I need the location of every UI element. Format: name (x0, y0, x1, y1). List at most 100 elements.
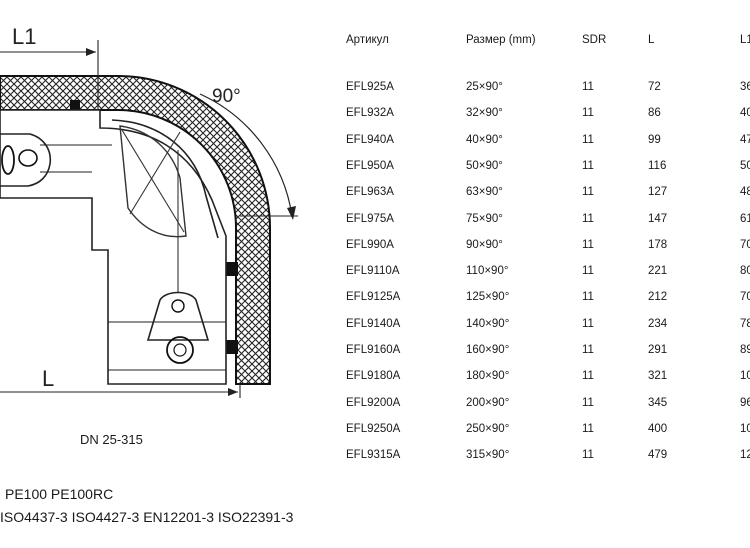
angle-arrowhead (287, 206, 296, 220)
table-cell-size: 40×90° (466, 133, 503, 146)
table-cell-size: 50×90° (466, 159, 503, 172)
column-header-size: Размер (mm) (466, 34, 536, 46)
table-cell-article: EFL990A (346, 238, 394, 251)
table-cell-l1: 10 (740, 422, 750, 435)
table-cell-l1: 40 (740, 107, 750, 120)
table-cell-article: EFL975A (346, 212, 394, 225)
table-cell-sdr: 11 (582, 344, 594, 356)
table-header-row: Артикул Размер (mm) SDR L L1 (330, 34, 750, 52)
table-cell-l: 221 (648, 265, 668, 278)
table-cell-l: 345 (648, 396, 668, 409)
table-cell-l1: 50 (740, 159, 750, 172)
dimension-label-l: L (42, 366, 55, 391)
table-cell-size: 25×90° (466, 81, 503, 93)
left-terminal-pin (18, 149, 38, 167)
table-cell-sdr: 11 (582, 212, 594, 225)
table-row: EFL9200A 200×90° 11 345 96 (330, 397, 750, 415)
table-cell-l: 234 (648, 317, 668, 330)
table-cell-size: 110×90° (466, 265, 509, 278)
l1-arrowhead (86, 48, 96, 56)
table-cell-size: 315×90° (466, 449, 510, 462)
spec-table: Артикул Размер (mm) SDR L L1 EFL925A 25×9… (330, 32, 750, 472)
bottom-terminal-screw (171, 299, 185, 313)
table-cell-l1: 12 (740, 449, 750, 462)
table-cell-article: EFL932A (346, 107, 394, 120)
dn-range-caption: DN 25-315 (80, 432, 143, 447)
table-cell-sdr: 11 (582, 133, 594, 146)
table-cell-size: 200×90° (466, 396, 510, 409)
table-row: EFL9250A 250×90° 11 400 10 (330, 423, 750, 441)
table-cell-l: 116 (648, 159, 667, 172)
table-cell-l1: 61 (740, 212, 750, 225)
bottom-terminal-pin (166, 336, 194, 364)
table-cell-l1: 89 (740, 344, 750, 356)
table-cell-size: 250×90° (466, 422, 510, 435)
table-cell-l1: 36 (740, 81, 750, 93)
pocket-cross (121, 129, 185, 233)
l-arrowhead (228, 388, 238, 396)
table-cell-l1: 78 (740, 317, 750, 330)
bottom-terminal-pin (173, 343, 187, 357)
table-cell-l1: 48 (740, 186, 750, 199)
table-cell-l: 127 (648, 186, 668, 199)
table-cell-size: 160×90° (466, 344, 510, 356)
table-cell-l: 321 (648, 370, 668, 383)
material-caption: PE100 PE100RC (5, 486, 114, 502)
table-cell-article: EFL9250A (346, 422, 401, 435)
bottom-terminal (146, 291, 210, 341)
column-header-sdr: SDR (582, 34, 607, 46)
table-cell-sdr: 11 (582, 107, 594, 120)
table-cell-article: EFL9110A (346, 265, 400, 278)
table-cell-sdr: 11 (582, 317, 594, 330)
pocket-cross (129, 131, 181, 215)
table-cell-article: EFL963A (346, 186, 394, 199)
table-cell-sdr: 11 (582, 159, 594, 172)
table-cell-l1: 70 (740, 291, 750, 304)
table-cell-sdr: 11 (582, 449, 594, 462)
table-cell-size: 90×90° (466, 238, 503, 251)
table-cell-size: 75×90° (466, 212, 503, 225)
table-cell-article: EFL9160A (346, 344, 401, 356)
table-cell-size: 180×90° (466, 370, 510, 383)
angle-arc (199, 93, 293, 217)
table-cell-l: 400 (648, 422, 668, 435)
table-cell-size: 63×90° (466, 186, 503, 199)
table-cell-sdr: 11 (582, 396, 594, 409)
table-cell-l: 72 (648, 81, 661, 93)
standards-caption: ISO4437-3 ISO4427-3 EN12201-3 ISO22391-3 (0, 509, 294, 525)
table-cell-size: 32×90° (466, 107, 503, 120)
table-row: EFL9160A 160×90° 11 291 89 (330, 344, 750, 362)
table-cell-l1: 96 (740, 396, 750, 409)
table-cell-sdr: 11 (582, 422, 594, 435)
table-row: EFL950A 50×90° 11 116 50 (330, 160, 750, 178)
inner-pocket (119, 125, 187, 238)
table-cell-article: EFL9200A (346, 396, 401, 409)
elbow-heating-coil (0, 75, 271, 385)
table-cell-l: 291 (648, 344, 668, 356)
table-cell-article: EFL9125A (346, 291, 401, 304)
column-header-l1: L1 (740, 34, 750, 46)
table-cell-article: EFL950A (346, 159, 394, 172)
table-cell-article: EFL925A (346, 81, 394, 93)
column-header-article: Артикул (346, 34, 389, 46)
left-terminal-pin (1, 145, 15, 175)
table-cell-l1: 70 (740, 238, 750, 251)
inner-bend-wall (111, 119, 219, 239)
elbow-technical-drawing (0, 40, 298, 398)
table-cell-article: EFL9180A (346, 370, 401, 383)
table-cell-sdr: 11 (582, 265, 594, 278)
column-header-l: L (648, 34, 655, 46)
table-cell-l: 212 (648, 291, 668, 304)
table-cell-l1: 47 (740, 133, 750, 146)
